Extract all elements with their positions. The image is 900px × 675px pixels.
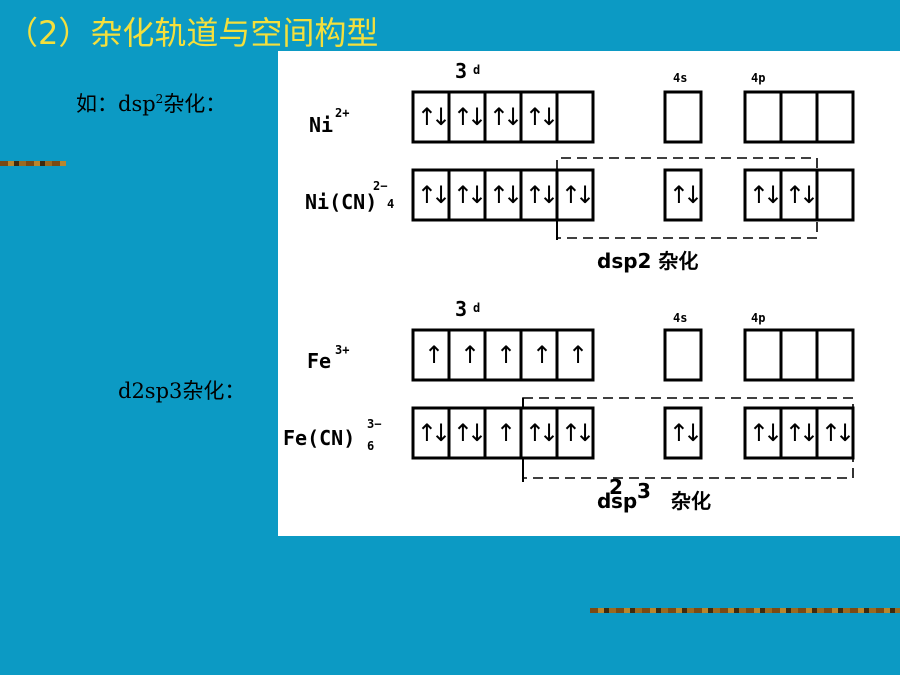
upper-complex-3d-electron-arrows: ↑↓ <box>561 181 591 209</box>
lower-complex-4p-electron-arrows: ↑↓ <box>785 419 815 447</box>
lower-hybrid-dashed-outline <box>522 397 854 479</box>
ni-complex-charge: 2− <box>373 179 387 193</box>
label-dsp2-suffix: 杂化： <box>163 92 227 116</box>
upper-complex-3d-electron-arrows: ↑↓ <box>453 181 483 209</box>
upper-complex-3d-orbital-box <box>447 168 487 222</box>
lower-complex-3d-orbital-box <box>519 406 559 460</box>
label-dsp2: 如：dsp2杂化： <box>76 88 226 118</box>
upper-heading-3d-sub: d <box>473 63 480 77</box>
lower-ion-4p-orbital-box <box>743 328 783 382</box>
upper-ion-3d-orbital-box <box>411 90 451 144</box>
lower-ion-3d-electron-arrows: ↑ <box>460 341 476 369</box>
upper-complex-4p-orbital-box <box>815 168 855 222</box>
lower-hybrid-label-sup: 2 <box>609 475 623 499</box>
slide-title: （2）杂化轨道与空间构型 <box>6 14 379 52</box>
lower-ion-4p-orbital-box <box>815 328 855 382</box>
lower-complex-4p-electron-arrows: ↑↓ <box>821 419 851 447</box>
orbital-boxes: ↑↓↑↓↑↓↑↓↑↓↑↓↑↓↑↓↑↓↑↓↑↓↑↓↑↑↑↑↑↑↓↑↓↑↑↓↑↓↑↓… <box>411 90 857 460</box>
upper-complex-4s-electron-arrows: ↑↓ <box>669 181 699 209</box>
lower-complex-3d-orbital-box <box>447 406 487 460</box>
lower-ion-3d-electron-arrows: ↑ <box>496 341 512 369</box>
upper-ion-3d-orbital-box <box>483 90 523 144</box>
lower-ion-4p-orbital-box <box>779 328 819 382</box>
upper-complex-3d-orbital-box <box>411 168 451 222</box>
upper-complex-4s-orbital-box <box>663 168 703 222</box>
lower-hybrid-label-text: 杂化 <box>671 489 711 513</box>
decor-stripe-right <box>590 608 900 613</box>
lower-ion-3d-orbital-box <box>555 328 595 382</box>
decor-stripe-left <box>0 161 66 166</box>
lower-complex-3d-electron-arrows: ↑↓ <box>453 419 483 447</box>
ni-complex-label: Ni(CN) <box>305 190 377 214</box>
lower-ion-3d-electron-arrows: ↑ <box>532 341 548 369</box>
upper-complex-3d-electron-arrows: ↑↓ <box>489 181 519 209</box>
lower-ion-3d-electron-arrows: ↑ <box>424 341 440 369</box>
lower-heading-4p: 4p <box>751 311 765 325</box>
lower-complex-4p-orbital-box <box>815 406 855 460</box>
lower-complex-4p-orbital-box <box>743 406 783 460</box>
lower-complex-4s-electron-arrows: ↑↓ <box>669 419 699 447</box>
upper-ion-3d-electron-arrows: ↑↓ <box>417 103 447 131</box>
lower-complex-4p-orbital-box <box>779 406 819 460</box>
lower-complex-3d-electron-arrows: ↑↓ <box>561 419 591 447</box>
upper-ion-3d-orbital-box <box>519 90 559 144</box>
fe-complex-sub: 6 <box>367 439 374 453</box>
lower-ion-4s-orbital-box <box>663 328 703 382</box>
upper-ion-4p-orbital-box <box>779 90 819 144</box>
upper-heading-3d: 3 <box>455 59 467 83</box>
upper-complex-3d-electron-arrows: ↑↓ <box>417 181 447 209</box>
upper-ion-3d-electron-arrows: ↑↓ <box>453 103 483 131</box>
fe-complex-label: Fe(CN) <box>283 426 355 450</box>
ni-ion-charge: 2+ <box>335 106 349 120</box>
label-dsp2-sup: 2 <box>155 92 164 106</box>
lower-complex-3d-electron-arrows: ↑↓ <box>417 419 447 447</box>
ni-ion-label: Ni <box>309 113 333 137</box>
lower-complex-3d-electron-arrows: ↑ <box>496 419 512 447</box>
lower-complex-3d-orbital-box <box>555 406 595 460</box>
upper-ion-4p-orbital-box <box>743 90 783 144</box>
upper-complex-4p-electron-arrows: ↑↓ <box>785 181 815 209</box>
upper-hybrid-label: dsp2 杂化 <box>597 249 698 273</box>
ni-complex-sub: 4 <box>387 197 394 211</box>
fe-complex-charge: 3− <box>367 417 381 431</box>
upper-ion-4p-orbital-box <box>815 90 855 144</box>
upper-complex-4p-electron-arrows: ↑↓ <box>749 181 779 209</box>
lower-ion-3d-orbital-box <box>411 328 451 382</box>
lower-heading-3d-sub: d <box>473 301 480 315</box>
lower-complex-3d-electron-arrows: ↑↓ <box>525 419 555 447</box>
lower-complex-3d-orbital-box <box>483 406 523 460</box>
upper-ion-3d-electron-arrows: ↑↓ <box>489 103 519 131</box>
upper-ion-3d-electron-arrows: ↑↓ <box>525 103 555 131</box>
label-dsp2-prefix: 如：dsp <box>76 92 156 116</box>
upper-ion-4s-orbital-box <box>663 90 703 144</box>
fe-ion-label: Fe <box>307 349 331 373</box>
lower-hybrid-label-sp: sp <box>611 489 637 513</box>
upper-ion-3d-orbital-box <box>555 90 595 144</box>
lower-ion-3d-electron-arrows: ↑ <box>568 341 584 369</box>
lower-complex-4p-electron-arrows: ↑↓ <box>749 419 779 447</box>
lower-heading-3d: 3 <box>455 297 467 321</box>
lower-ion-3d-orbital-box <box>519 328 559 382</box>
upper-complex-3d-electron-arrows: ↑↓ <box>525 181 555 209</box>
upper-heading-4p: 4p <box>751 71 765 85</box>
lower-hybrid-label-d: d <box>597 489 611 513</box>
lower-hybrid-label-sup2: 3 <box>637 479 651 503</box>
lower-heading-4s: 4s <box>673 311 687 325</box>
upper-heading-4s: 4s <box>673 71 687 85</box>
orbital-diagram: 3 d 4s 4p Ni 2+ Ni(CN) 2− 4 dsp2 杂化 3 d … <box>283 59 857 513</box>
label-d2sp3: d2sp3杂化： <box>118 379 246 403</box>
upper-complex-3d-orbital-box <box>555 168 595 222</box>
fe-ion-charge: 3+ <box>335 343 349 357</box>
lower-complex-4s-orbital-box <box>663 406 703 460</box>
orbital-diagram-panel: 3 d 4s 4p Ni 2+ Ni(CN) 2− 4 dsp2 杂化 3 d … <box>278 51 900 536</box>
